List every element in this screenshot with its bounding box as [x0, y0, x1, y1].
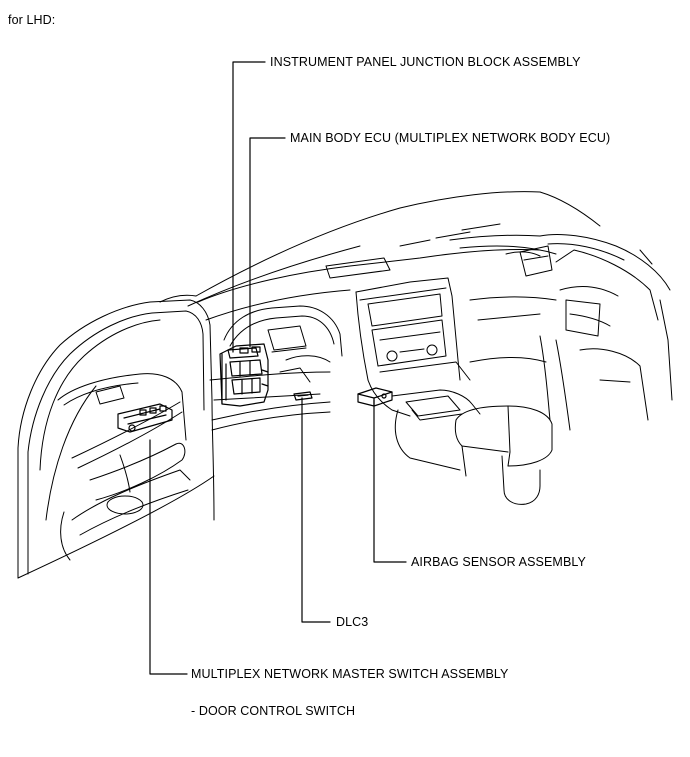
master-switch-part	[117, 403, 173, 433]
callout-airbag-sensor: AIRBAG SENSOR ASSEMBLY	[411, 555, 586, 569]
leader-dlc3	[301, 397, 331, 623]
callout-main-body-ecu: MAIN BODY ECU (MULTIPLEX NETWORK BODY EC…	[290, 131, 611, 145]
junction-block-ecu-part	[219, 343, 269, 407]
leader-master-switch	[149, 439, 188, 675]
airbag-sensor-part	[357, 387, 393, 407]
leader-instrument-panel-jb	[232, 61, 266, 353]
leader-main-body-ecu	[249, 137, 286, 348]
dashboard	[159, 191, 601, 505]
callout-dlc3: DLC3	[336, 615, 369, 629]
leader-airbag-sensor	[373, 399, 407, 563]
passenger-door	[539, 233, 673, 431]
callout-master-switch: MULTIPLEX NETWORK MASTER SWITCH ASSEMBLY	[191, 667, 509, 681]
diagram-title: for LHD:	[8, 13, 56, 27]
driver-door	[17, 299, 215, 579]
dlc3-part	[293, 391, 313, 401]
callout-door-control-switch: - DOOR CONTROL SWITCH	[191, 704, 356, 718]
callout-instrument-panel-junction-block: INSTRUMENT PANEL JUNCTION BLOCK ASSEMBLY	[270, 55, 581, 69]
leader-lines	[149, 61, 407, 675]
